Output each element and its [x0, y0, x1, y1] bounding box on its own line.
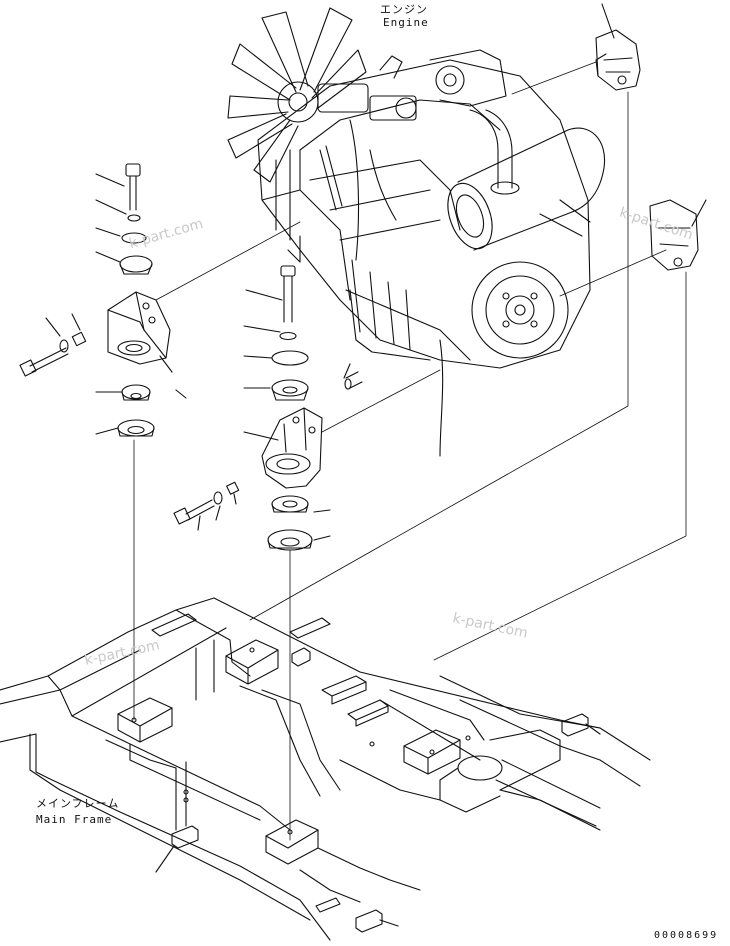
drawing-number: 00008699: [654, 930, 719, 941]
engine-assembly: [227, 7, 606, 457]
engine-bracket-right-rear: [649, 199, 707, 271]
engine-bracket-right-front: [595, 3, 641, 91]
alignment-lines: [133, 61, 687, 841]
mount-stack-left: [19, 163, 187, 437]
engine-label-english: Engine: [383, 16, 429, 29]
main-frame-label-english: Main Frame: [36, 813, 113, 826]
cooling-fan: [227, 7, 367, 183]
engine-label-japanese: エンジン: [380, 3, 428, 16]
mount-stack-center: [173, 265, 363, 551]
main-frame-label-japanese: メインフレーム: [36, 797, 120, 810]
main-frame: [0, 597, 651, 941]
